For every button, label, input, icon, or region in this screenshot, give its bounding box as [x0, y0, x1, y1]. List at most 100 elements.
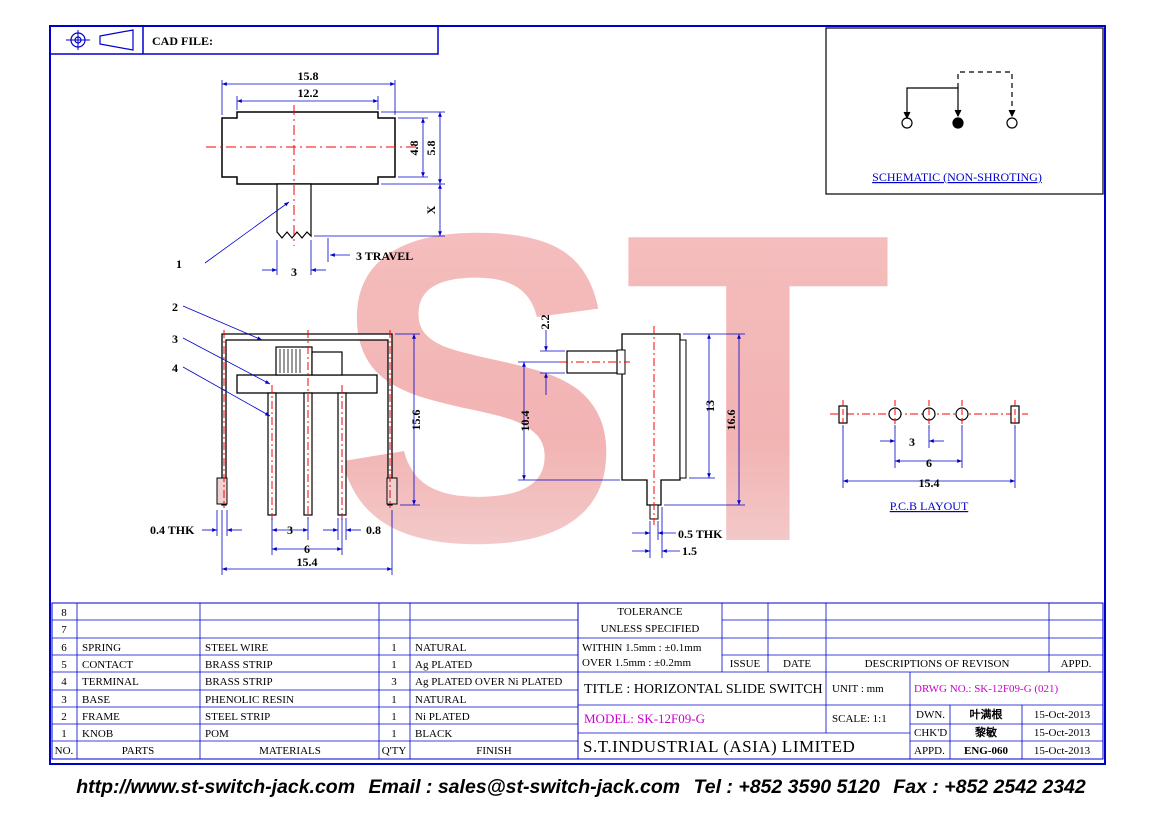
svg-text:15-Oct-2013: 15-Oct-2013 — [1034, 745, 1091, 757]
table-cell-no: 2 — [61, 711, 67, 723]
svg-text:SCALE: 1:1: SCALE: 1:1 — [832, 713, 887, 725]
svg-text:3: 3 — [287, 523, 293, 537]
sheet-border — [49, 25, 1106, 765]
side-view-body — [621, 333, 681, 506]
front-view-knob — [275, 346, 313, 376]
svg-text:2: 2 — [172, 300, 178, 314]
table-cell-finish: Ni PLATED — [415, 711, 470, 723]
svg-text:ISSUE: ISSUE — [730, 658, 761, 670]
svg-text:ENG-060: ENG-060 — [964, 745, 1009, 757]
table-row: 7 — [61, 624, 67, 636]
table-cell-part: KNOB — [82, 728, 113, 740]
svg-text:Q'TY: Q'TY — [382, 745, 407, 757]
svg-text:WITHIN 1.5mm : ±0.1mm: WITHIN 1.5mm : ±0.1mm — [582, 642, 702, 654]
svg-text:DESCRIPTIONS OF REVISON: DESCRIPTIONS OF REVISON — [865, 658, 1010, 670]
svg-text:3: 3 — [291, 265, 297, 279]
table-cell-part: TERMINAL — [82, 676, 139, 688]
svg-text:3: 3 — [172, 332, 178, 346]
st-watermark: ST — [330, 143, 892, 634]
table-cell-no: 6 — [61, 642, 67, 654]
svg-text:15.8: 15.8 — [298, 69, 319, 83]
table-cell-no: 5 — [61, 659, 67, 671]
svg-text:13: 13 — [703, 400, 717, 412]
table-cell-no: 4 — [61, 676, 67, 688]
svg-text:OVER 1.5mm : ±0.2mm: OVER 1.5mm : ±0.2mm — [582, 657, 691, 669]
title-block: TOLERANCE UNLESS SPECIFIED WITHIN 1.5mm … — [577, 602, 1104, 760]
model-number: MODEL: SK-12F09-G — [584, 711, 705, 726]
table-cell-part: SPRING — [82, 642, 121, 654]
schematic-label: SCHEMATIC (NON-SHROTING) — [872, 170, 1042, 184]
side-view: 2.2 10.4 13 16.6 0.5 THK 1.5 — [518, 315, 745, 558]
svg-text:0.8: 0.8 — [366, 523, 381, 537]
table-cell-finish: NATURAL — [415, 694, 467, 706]
svg-text:DATE: DATE — [783, 658, 811, 670]
table-cell-finish: BLACK — [415, 728, 452, 740]
svg-text:1.5: 1.5 — [682, 544, 697, 558]
svg-text:PARTS: PARTS — [122, 745, 155, 757]
svg-text:叶满根: 叶满根 — [970, 707, 1004, 721]
svg-text:FINISH: FINISH — [476, 745, 512, 757]
svg-text:APPD.: APPD. — [914, 745, 945, 757]
svg-text:DWN.: DWN. — [916, 709, 945, 721]
svg-text:6: 6 — [304, 542, 310, 556]
table-cell-part: CONTACT — [82, 659, 133, 671]
svg-text:15.4: 15.4 — [297, 555, 318, 569]
svg-text:MATERIALS: MATERIALS — [259, 745, 321, 757]
table-cell-qty: 1 — [391, 642, 397, 654]
svg-text:12.2: 12.2 — [298, 86, 319, 100]
schematic-terminal-1 — [901, 117, 913, 129]
svg-text:UNIT : mm: UNIT : mm — [832, 683, 884, 695]
table-row: 8 — [61, 607, 67, 619]
drawing-number: DRWG NO.: SK-12F09-G (021) — [914, 683, 1059, 695]
svg-text:0.4 THK: 0.4 THK — [150, 523, 195, 537]
table-cell-qty: 1 — [391, 728, 397, 740]
table-cell-qty: 3 — [391, 676, 397, 688]
svg-text:3 TRAVEL: 3 TRAVEL — [356, 249, 413, 263]
table-cell-qty: 1 — [391, 711, 397, 723]
table-cell-no: 1 — [61, 728, 67, 740]
company-name: S.T.INDUSTRIAL (ASIA) LIMITED — [583, 737, 855, 756]
svg-text:APPD.: APPD. — [1061, 658, 1092, 670]
website-link[interactable]: http://www.st-switch-jack.com — [76, 776, 356, 798]
cad-header: CAD FILE: — [49, 25, 439, 55]
table-cell-no: 8 — [61, 607, 67, 619]
svg-text:4.8: 4.8 — [407, 141, 421, 156]
svg-text:6: 6 — [926, 456, 932, 470]
svg-text:15-Oct-2013: 15-Oct-2013 — [1034, 709, 1091, 721]
svg-text:4: 4 — [172, 361, 178, 375]
svg-text:0.5 THK: 0.5 THK — [678, 527, 723, 541]
svg-text:16.6: 16.6 — [724, 410, 738, 431]
table-cell-qty: 1 — [391, 694, 397, 706]
table-cell-no: 7 — [61, 624, 67, 636]
parts-table-header: NO. PARTS MATERIALS Q'TY FINISH — [55, 745, 512, 757]
pcb-layout: 3 6 15.4 P.C.B LAYOUT — [830, 400, 1028, 513]
table-cell-part: FRAME — [82, 711, 120, 723]
front-view: 2 3 4 15.6 0.4 THK 3 0.8 6 15.4 — [150, 300, 423, 575]
svg-text:TOLERANCE: TOLERANCE — [617, 606, 682, 618]
svg-text:3: 3 — [909, 435, 915, 449]
projection-cone-icon — [99, 29, 134, 51]
pcb-layout-label: P.C.B LAYOUT — [890, 499, 969, 513]
svg-text:1: 1 — [176, 257, 182, 271]
table-cell-no: 3 — [61, 694, 67, 706]
svg-text:黎敏: 黎敏 — [975, 725, 998, 739]
svg-text:UNLESS SPECIFIED: UNLESS SPECIFIED — [601, 623, 700, 635]
table-cell-material: PHENOLIC RESIN — [205, 694, 294, 706]
top-view: 15.8 12.2 4.8 5.8 X 3 3 TRAVEL 1 — [176, 69, 445, 279]
drawing-title: TITLE : HORIZONTAL SLIDE SWITCH — [584, 682, 823, 697]
table-cell-material: BRASS STRIP — [205, 676, 273, 688]
svg-text:15.6: 15.6 — [409, 410, 423, 431]
svg-text:NO.: NO. — [55, 745, 74, 757]
front-view-frame — [221, 333, 393, 506]
telephone: Tel : +852 3590 5120 — [693, 776, 880, 798]
table-cell-qty: 1 — [391, 659, 397, 671]
email-link[interactable]: Email : sales@st-switch-jack.com — [368, 776, 681, 798]
schematic-terminal-common — [952, 117, 964, 129]
